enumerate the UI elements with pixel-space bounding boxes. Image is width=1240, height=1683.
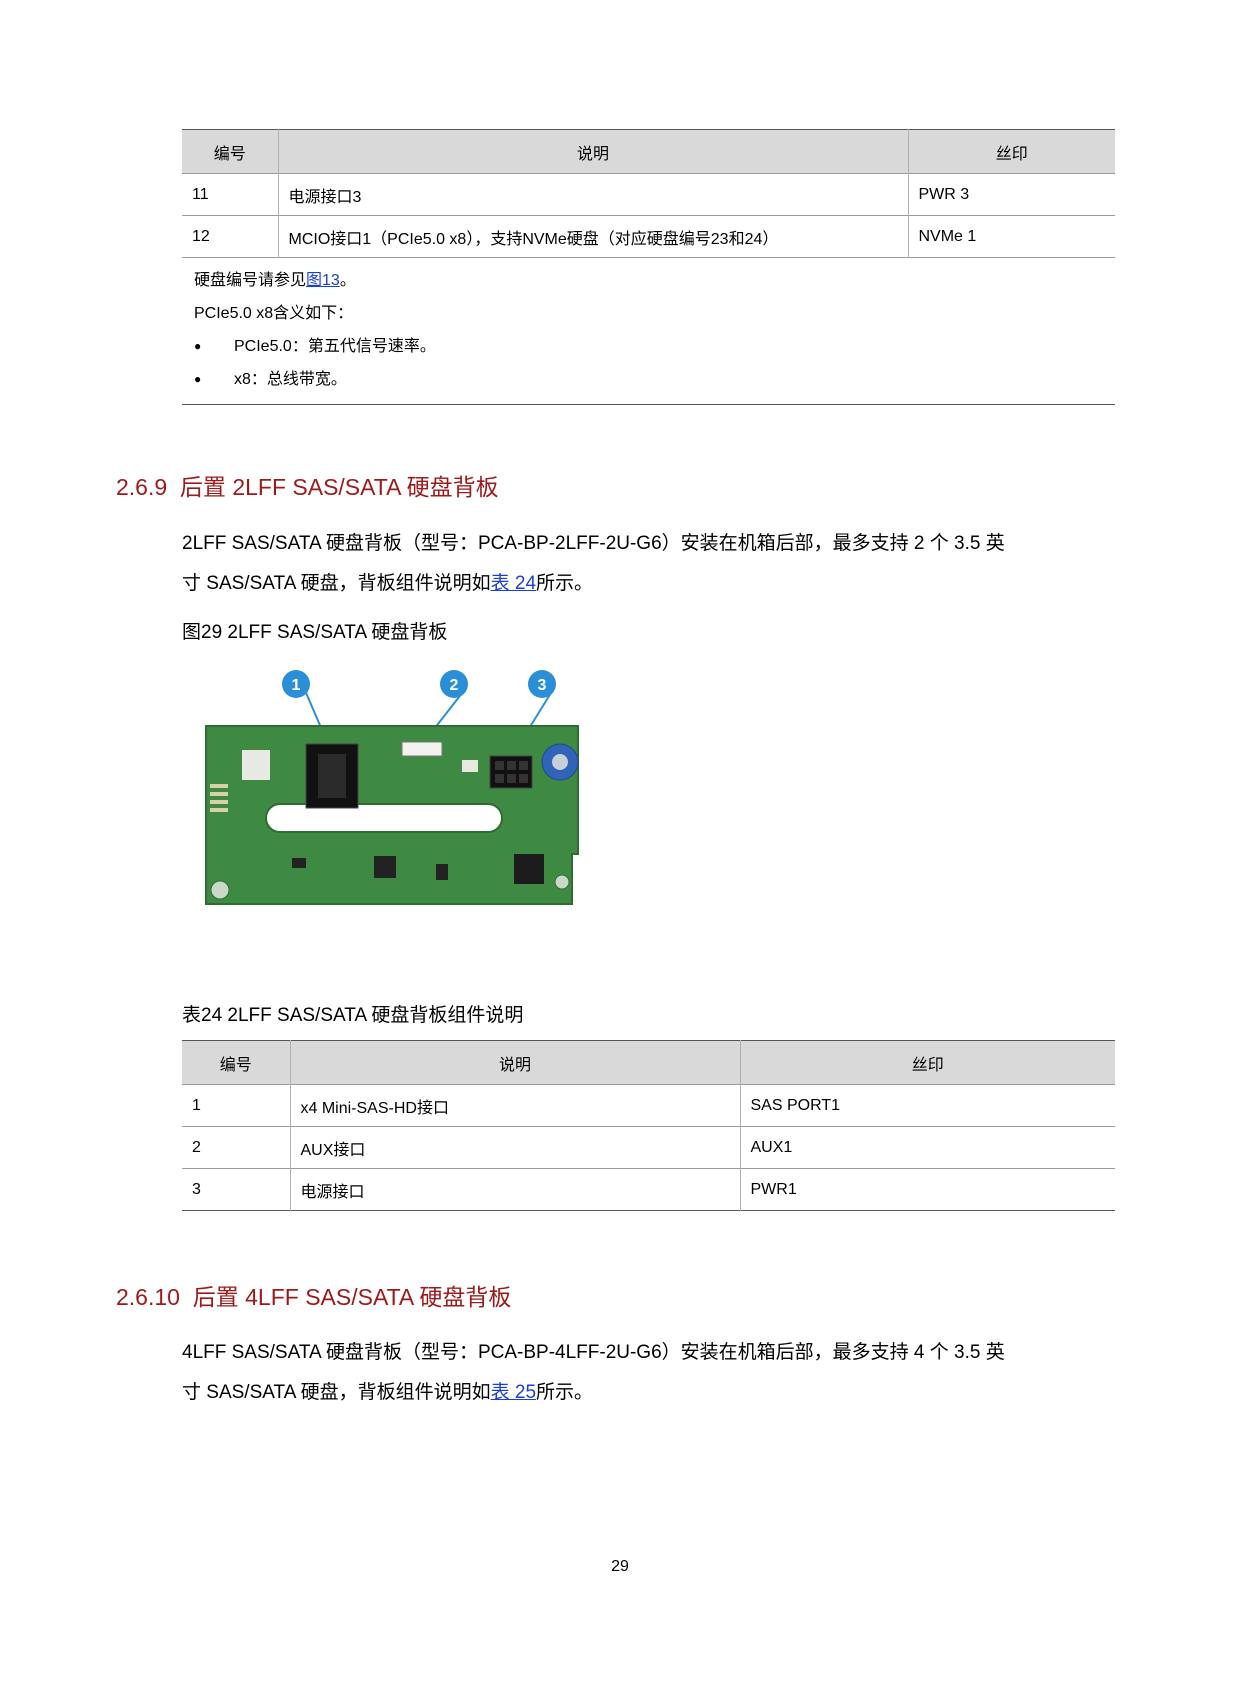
note-bullet: x8：总线带宽。 bbox=[194, 363, 1105, 396]
cell-silkscreen: NVMe 1 bbox=[907, 215, 1115, 258]
backplane-photo: 1 2 3 bbox=[205, 670, 579, 905]
cell-description: x4 Mini-SAS-HD接口 bbox=[289, 1084, 740, 1127]
cell-number: 3 bbox=[192, 1180, 201, 1198]
cell-number: 12 bbox=[192, 227, 210, 245]
section-heading-2-6-10: 2.6.10 后置 4LFF SAS/SATA 硬盘背板 bbox=[116, 1284, 512, 1310]
cell-description: MCIO接口1（PCIe5.0 x8），支持NVMe硬盘（对应硬盘编号23和24… bbox=[277, 215, 908, 258]
note-line-disk-ref: 硬盘编号请参见图13。 bbox=[194, 272, 356, 289]
callout-badge-1 bbox=[282, 670, 310, 698]
cell-number: 2 bbox=[192, 1138, 201, 1156]
chip bbox=[436, 864, 448, 880]
section-paragraph: 4LFF SAS/SATA 硬盘背板（型号：PCA-BP-4LFF-2U-G6）… bbox=[182, 1342, 1005, 1403]
callout-label-2: 2 bbox=[450, 677, 459, 694]
figure-13-link[interactable]: 图13 bbox=[306, 272, 340, 289]
callout-badge-2 bbox=[440, 670, 468, 698]
note-line-pcie: PCIe5.0 x8含义如下： bbox=[194, 305, 354, 322]
mounting-hole bbox=[554, 874, 570, 890]
col-header-silkscreen: 丝印 bbox=[907, 129, 1115, 174]
figure-caption: 图29 2LFF SAS/SATA 硬盘背板 bbox=[182, 622, 448, 643]
table-note-row: 硬盘编号请参见图13。 PCIe5.0 x8含义如下： PCIe5.0：第五代信… bbox=[182, 258, 1115, 405]
power-connector bbox=[489, 755, 533, 789]
sas-port-inner bbox=[318, 754, 346, 798]
chip bbox=[514, 854, 544, 884]
cell-silkscreen: PWR1 bbox=[739, 1168, 1115, 1211]
cell-silkscreen: SAS PORT1 bbox=[739, 1084, 1115, 1127]
cell-description: 电源接口3 bbox=[277, 173, 908, 216]
cell-description: AUX接口 bbox=[289, 1126, 740, 1169]
page-number: 29 bbox=[611, 1558, 629, 1575]
aux-connector bbox=[401, 741, 443, 757]
cell-number: 11 bbox=[192, 185, 209, 203]
col-header-description: 说明 bbox=[289, 1040, 740, 1085]
col-header-description: 说明 bbox=[277, 129, 908, 174]
board-cutout bbox=[265, 803, 503, 833]
table-row: 3 电源接口 PWR1 bbox=[182, 1168, 1115, 1211]
cell-description: 电源接口 bbox=[289, 1168, 740, 1211]
chip bbox=[292, 858, 306, 868]
component-table-continued: 编号 说明 丝印 11 电源接口3 PWR 3 12 MCIO接口1（PCIe5… bbox=[182, 129, 1115, 405]
table-25-link[interactable]: 表 25 bbox=[490, 1382, 537, 1403]
chip bbox=[374, 856, 396, 878]
table-row: 2 AUX接口 AUX1 bbox=[182, 1126, 1115, 1169]
col-header-number: 编号 bbox=[182, 1040, 290, 1085]
label-sticker bbox=[242, 750, 270, 780]
col-header-silkscreen: 丝印 bbox=[739, 1040, 1115, 1085]
table-row: 11 电源接口3 PWR 3 bbox=[182, 173, 1115, 216]
note-bullet: PCIe5.0：第五代信号速率。 bbox=[194, 330, 1105, 363]
col-header-number: 编号 bbox=[182, 129, 278, 174]
cell-silkscreen: AUX1 bbox=[739, 1126, 1115, 1169]
callout-badge-3 bbox=[528, 670, 556, 698]
cell-silkscreen: PWR 3 bbox=[907, 173, 1115, 216]
callout-label-3: 3 bbox=[538, 677, 547, 694]
table-row: 12 MCIO接口1（PCIe5.0 x8），支持NVMe硬盘（对应硬盘编号23… bbox=[182, 215, 1115, 258]
table-note: 硬盘编号请参见图13。 PCIe5.0 x8含义如下： PCIe5.0：第五代信… bbox=[182, 258, 1115, 405]
table-caption: 表24 2LFF SAS/SATA 硬盘背板组件说明 bbox=[182, 1005, 524, 1026]
label-sticker bbox=[462, 760, 478, 772]
section-heading-2-6-9: 2.6.9 后置 2LFF SAS/SATA 硬盘背板 bbox=[116, 474, 499, 500]
section-paragraph: 2LFF SAS/SATA 硬盘背板（型号：PCA-BP-2LFF-2U-G6）… bbox=[182, 533, 1005, 594]
mounting-hole bbox=[210, 880, 230, 900]
component-table-24: 编号 说明 丝印 1 x4 Mini-SAS-HD接口 SAS PORT1 2 … bbox=[182, 1040, 1115, 1211]
table-24-link[interactable]: 表 24 bbox=[490, 573, 537, 594]
table-row: 1 x4 Mini-SAS-HD接口 SAS PORT1 bbox=[182, 1084, 1115, 1127]
cell-number: 1 bbox=[192, 1096, 201, 1114]
callout-label-1: 1 bbox=[292, 677, 301, 694]
